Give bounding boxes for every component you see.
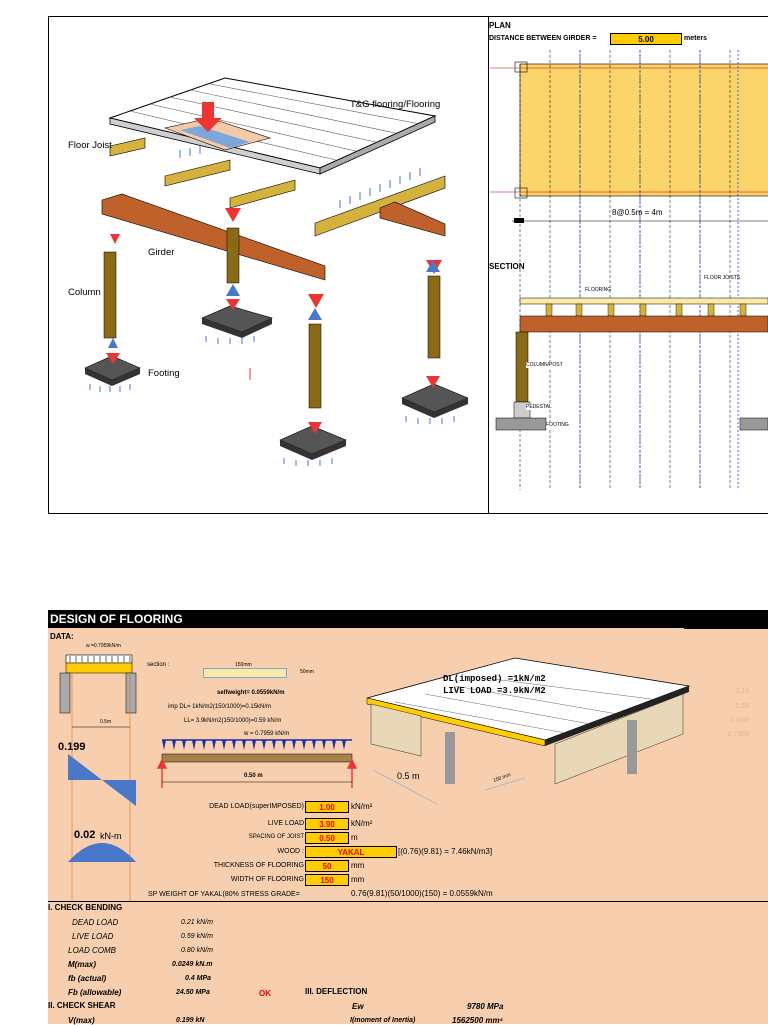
bending-fballow-value: 24.50 MPa: [176, 989, 210, 996]
input-spacing[interactable]: 0.50: [305, 832, 349, 844]
input-wood[interactable]: YAKAL: [305, 846, 397, 858]
deflection-i-value: 1562500 mm⁴: [452, 1016, 504, 1025]
input-dead-load[interactable]: 1.00: [305, 801, 349, 813]
w-beam-text: w = 0.7959 kN/m: [244, 731, 290, 737]
input-label-width: WIDTH OF FLOORING: [230, 876, 304, 883]
shear-value: 0.199: [58, 741, 86, 753]
deflection-i-label: I(moment of Inertia): [350, 1017, 416, 1024]
deck-surface: [108, 77, 437, 169]
load-diagrams: [59, 654, 137, 902]
imp-dl-text: imp DL= 1kN/m2(150/1000)=0.15kN/m: [168, 704, 272, 710]
input-label-dead-load: DEAD LOAD(superIMPOSED): [209, 803, 304, 810]
bending-comb-value: 0.80 kN/m: [181, 947, 213, 954]
beam-load-diagram: [156, 739, 358, 788]
shear-vmax-label: V(max): [68, 1016, 95, 1025]
moment-value: 0.02: [74, 829, 96, 841]
callout-dl: DL(imposed) =1kN/m2: [443, 674, 546, 684]
input-unit-thickness: mm: [351, 861, 365, 870]
bending-ll-label: LIVE LOAD: [72, 932, 114, 941]
distance-label: DISTANCE BETWEEN GIRDER =: [489, 35, 597, 42]
input-width[interactable]: 150: [305, 874, 349, 886]
section-joists-label: FLOOR JOISTS: [704, 275, 741, 281]
callout-ll: LIVE LOAD =3.9kN/M2: [443, 686, 546, 696]
bending-comb-label: LOAD COMB: [68, 946, 117, 955]
input-label-wood: WOOD :: [277, 848, 304, 855]
floor-joist-label: Floor Joist: [68, 140, 112, 151]
frame-divider: [488, 16, 489, 514]
selfweight-text: selfweight= 0.0559kN/m: [217, 690, 285, 696]
section-footing-label: FOOTING: [546, 422, 569, 428]
floor-panel-3d: [366, 657, 691, 805]
section-thickness: 50mm: [300, 669, 314, 675]
section-title: SECTION: [489, 262, 525, 271]
span-small-label: 0.5m: [100, 719, 112, 725]
span-3d-label: 0.5 m: [397, 771, 420, 781]
bending-dl-label: DEAD LOAD: [72, 918, 119, 927]
section-width: 150mm: [235, 662, 252, 668]
input-live-load[interactable]: 3.90: [305, 818, 349, 830]
input-thickness[interactable]: 50: [305, 860, 349, 872]
column-label: Column: [68, 287, 101, 298]
girder-label: Girder: [148, 247, 175, 258]
sheet-header-bar: [48, 610, 768, 628]
moment-unit: kN-m: [100, 831, 122, 841]
bending-title: I. CHECK BENDING: [48, 903, 123, 912]
bending-dl-value: 0.21 kN/m: [181, 919, 213, 926]
flooring-label: T&G flooring/Flooring: [350, 99, 441, 110]
side-value-1: 0.15: [735, 688, 749, 695]
distance-value[interactable]: 5.00: [610, 33, 682, 45]
plan-dimension: 8@0.5m = 4m: [612, 208, 663, 217]
shear-vmax-value: 0.199 kN: [176, 1017, 205, 1024]
data-label: DATA:: [50, 632, 74, 641]
section-label: section :: [147, 662, 170, 668]
shear-title: II. CHECK SHEAR: [48, 1001, 116, 1010]
sheet-title: DESIGN OF FLOORING: [50, 612, 183, 626]
sp-weight-value: 0.76(9.81)(50/1000)(150) = 0.0559kN/m: [351, 889, 493, 898]
structure-illustration: [84, 77, 469, 466]
distance-unit: meters: [684, 35, 707, 42]
input-label-spacing: SPACING OF JOIST: [248, 834, 304, 840]
input-unit-live-load: kN/m²: [351, 819, 373, 828]
footing-label: Footing: [148, 368, 180, 379]
bending-fballow-label: Fb (allowable): [68, 988, 122, 997]
input-unit-dead-load: kN/m²: [351, 802, 373, 811]
section-column-label: COLUMN/POST: [526, 362, 563, 368]
bending-mmax-label: M(max): [68, 960, 97, 969]
deflection-title: III. DEFLECTION: [305, 987, 368, 996]
side-value-4: 0.7959: [727, 731, 749, 738]
input-unit-spacing: m: [351, 833, 358, 842]
plan-title: PLAN: [489, 21, 511, 30]
span-beam-text: 0.50 m: [244, 773, 263, 779]
section-flooring-label: FLOORING: [585, 287, 612, 293]
bending-status: OK: [259, 989, 271, 998]
sp-weight-label: SP WEIGHT OF YAKAL(80% STRESS GRADE=: [148, 891, 300, 898]
input-unit-width: mm: [351, 875, 365, 884]
section-pedestal-label: PEDESTAL: [526, 404, 552, 410]
drawing-frame: [48, 16, 768, 514]
side-value-3: 0.0559: [730, 718, 749, 724]
ll-text: LL= 3.9kN/m2(150/1000)=0.59 kN/m: [184, 718, 282, 724]
deflection-ew-value: 9780 MPa: [467, 1002, 504, 1011]
input-label-thickness: THICKNESS OF FLOORING: [213, 862, 304, 869]
load-top-label: w =0.7959kN/m: [86, 643, 121, 649]
input-unit-wood: [(0.76)(9.81) = 7.46kN/m3]: [398, 847, 493, 856]
bending-fb-label: fb (actual): [68, 974, 107, 983]
bending-mmax-value: 0.0249 kN.m: [172, 961, 213, 968]
bending-ll-value: 0.59 kN/m: [181, 933, 213, 940]
plan-section-drawing: [490, 50, 768, 490]
side-value-2: 0.59: [735, 703, 749, 710]
bending-fb-value: 0.4 MPa: [185, 975, 212, 982]
input-label-live-load: LIVE LOAD: [267, 820, 304, 827]
deflection-ew-label: Ew: [352, 1002, 364, 1011]
